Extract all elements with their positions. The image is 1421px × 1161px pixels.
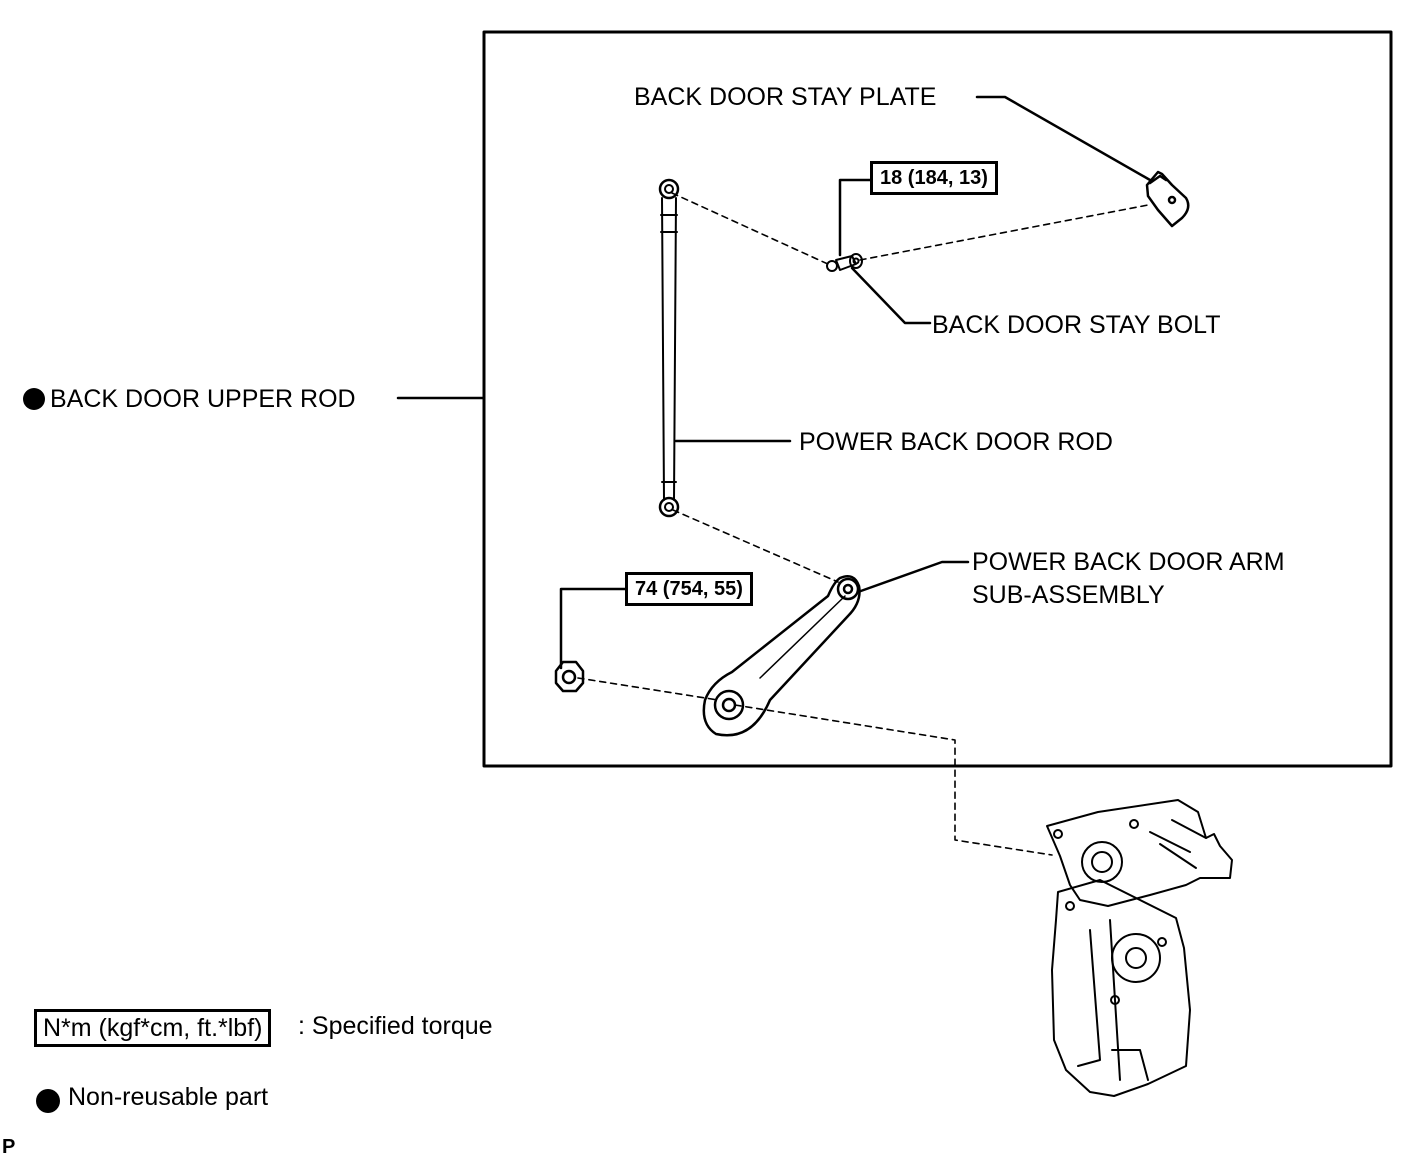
dash-rod-top-to-bolt bbox=[671, 192, 831, 266]
label-power-back-door-arm-line1: POWER BACK DOOR ARM bbox=[972, 548, 1285, 576]
back-door-stay-bolt bbox=[826, 253, 863, 272]
label-back-door-upper-rod: BACK DOOR UPPER ROD bbox=[50, 385, 356, 413]
leader-torque-74 bbox=[559, 587, 629, 670]
label-power-back-door-arm-line2: SUB-ASSEMBLY bbox=[972, 581, 1165, 609]
torque-stay-bolt: 18 (184, 13) bbox=[870, 161, 998, 195]
label-back-door-stay-plate: BACK DOOR STAY PLATE bbox=[634, 83, 937, 111]
dash-nut-to-arm bbox=[577, 677, 719, 701]
legend-non-reusable-text: Non-reusable part bbox=[68, 1083, 269, 1111]
legend-torque-desc: : Specified torque bbox=[298, 1012, 493, 1040]
leader-torque-18 bbox=[838, 178, 873, 257]
dash-rod-bottom-to-arm bbox=[672, 509, 839, 583]
arm-nut bbox=[554, 660, 585, 693]
corner-mark: P bbox=[2, 1136, 16, 1158]
leader-stay-bolt bbox=[850, 266, 932, 325]
dash-arm-to-motor bbox=[734, 704, 1053, 856]
leader-stay-plate bbox=[975, 95, 1152, 182]
legend-non-reusable-dot bbox=[36, 1089, 60, 1113]
back-door-stay-plate bbox=[1145, 170, 1190, 228]
dash-bolt-to-plate bbox=[859, 204, 1149, 261]
detail-frame bbox=[482, 30, 1393, 768]
power-back-door-arm bbox=[702, 575, 861, 737]
power-back-door-motor bbox=[1046, 799, 1233, 1097]
torque-arm-nut: 74 (754, 55) bbox=[625, 572, 753, 606]
label-power-back-door-rod: POWER BACK DOOR ROD bbox=[799, 428, 1113, 456]
label-back-door-stay-bolt: BACK DOOR STAY BOLT bbox=[932, 311, 1221, 339]
non-reusable-marker bbox=[23, 388, 45, 410]
leader-arm bbox=[856, 560, 970, 594]
power-back-door-rod bbox=[658, 178, 680, 518]
legend-torque-unit: N*m (kgf*cm, ft.*lbf) bbox=[34, 1009, 272, 1047]
